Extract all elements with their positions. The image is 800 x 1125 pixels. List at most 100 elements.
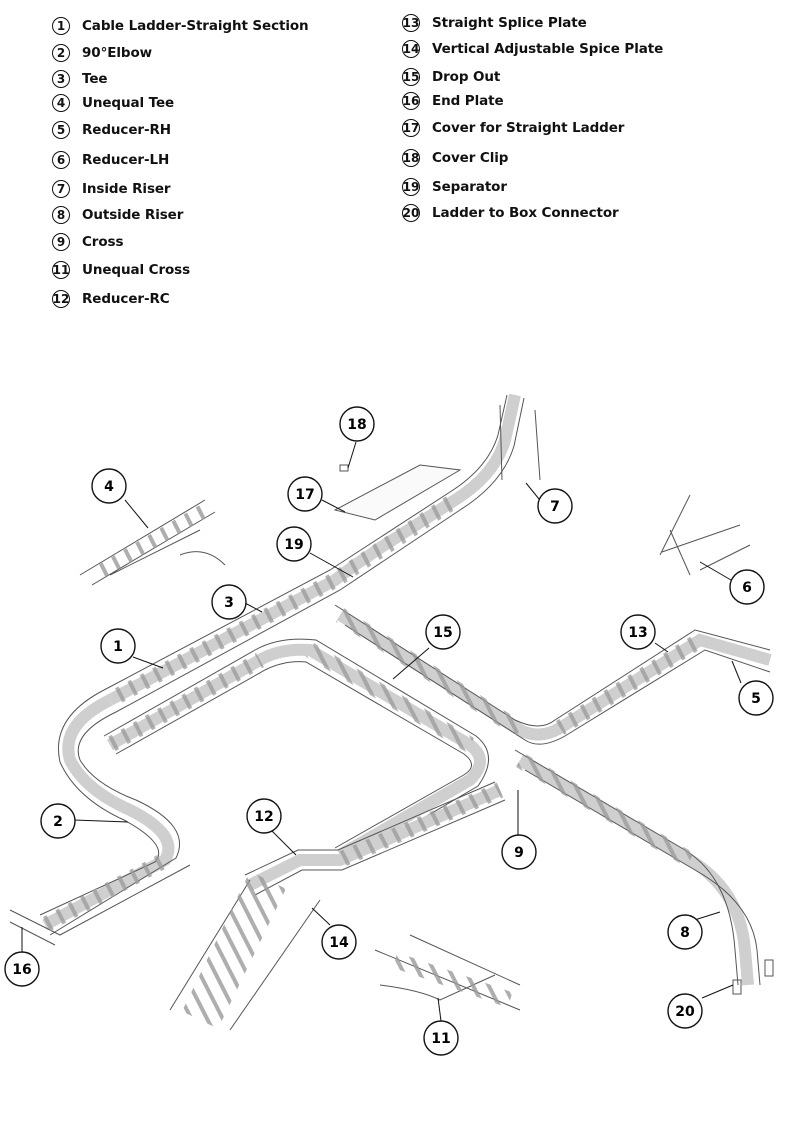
legend-item-12: 12 Reducer-RC <box>52 288 170 310</box>
callout-label: 15 <box>433 625 452 641</box>
legend-number: 17 <box>402 119 420 137</box>
legend-item-6: 6 Reducer-LH <box>52 149 169 171</box>
elbow-curve <box>42 694 175 931</box>
legend-item-3: 3 Tee <box>52 68 108 90</box>
legend-label: Cross <box>82 234 124 250</box>
callout-5: 5 <box>738 680 774 716</box>
callout-label: 6 <box>742 580 752 596</box>
legend-item-13: 13 Straight Splice Plate <box>402 12 587 34</box>
legend-label: Reducer-RH <box>82 122 171 138</box>
legend-number: 6 <box>52 151 70 169</box>
legend-number: 2 <box>52 44 70 62</box>
legend-item-7: 7 Inside Riser <box>52 178 171 200</box>
callout-11: 11 <box>423 1020 459 1056</box>
legend-number: 16 <box>402 92 420 110</box>
callout-label: 19 <box>284 537 303 553</box>
callout-14: 14 <box>321 924 357 960</box>
legend-number: 14 <box>402 40 420 58</box>
callout-6: 6 <box>729 569 765 605</box>
legend-label: Cable Ladder-Straight Section <box>82 18 309 34</box>
callout-7: 7 <box>537 488 573 524</box>
legend-number: 12 <box>52 290 70 308</box>
legend-item-5: 5 Reducer-RH <box>52 119 171 141</box>
legend-item-9: 9 Cross <box>52 231 124 253</box>
callout-16: 16 <box>4 951 40 987</box>
legend-label: Tee <box>82 71 108 87</box>
callout-label: 8 <box>680 925 690 941</box>
callout-label: 11 <box>431 1031 450 1047</box>
callout-label: 9 <box>514 845 524 861</box>
cross-run-down <box>516 754 754 986</box>
callout-15: 15 <box>425 614 461 650</box>
legend-label: End Plate <box>432 93 504 109</box>
callout-label: 13 <box>628 625 647 641</box>
callout-label: 20 <box>675 1004 695 1020</box>
reducer-lh <box>659 494 751 576</box>
callout-12: 12 <box>246 798 282 834</box>
callout-8: 8 <box>667 914 703 950</box>
legend-item-18: 18 Cover Clip <box>402 147 508 169</box>
legend-label: Reducer-RC <box>82 291 170 307</box>
callout-1: 1 <box>100 628 136 664</box>
callout-label: 5 <box>751 691 761 707</box>
legend-item-17: 17 Cover for Straight Ladder <box>402 117 624 139</box>
callout-3: 3 <box>211 584 247 620</box>
legend-number: 18 <box>402 149 420 167</box>
callout-label: 4 <box>104 479 114 495</box>
legend-label: Unequal Cross <box>82 262 191 278</box>
legend-item-2: 2 90°Elbow <box>52 42 152 64</box>
legend-item-8: 8 Outside Riser <box>52 204 183 226</box>
callout-label: 17 <box>295 487 314 503</box>
legend-label: Cover Clip <box>432 150 509 166</box>
legend-label: Straight Splice Plate <box>432 15 587 31</box>
callout-4: 4 <box>91 468 127 504</box>
legend-number: 11 <box>52 261 70 279</box>
legend-item-4: 4 Unequal Tee <box>52 92 174 114</box>
legend-item-19: 19 Separator <box>402 176 507 198</box>
legend-number: 20 <box>402 204 420 222</box>
legend-label: Unequal Tee <box>82 95 175 111</box>
callout-17: 17 <box>287 476 323 512</box>
callout-label: 2 <box>53 814 63 830</box>
legend-item-11: 11 Unequal Cross <box>52 259 190 281</box>
straight-ladder-cover <box>333 464 462 521</box>
callout-label: 7 <box>550 499 560 515</box>
callout-2: 2 <box>40 803 76 839</box>
legend-number: 9 <box>52 233 70 251</box>
callout-13: 13 <box>620 614 656 650</box>
legend-label: Drop Out <box>432 69 501 85</box>
legend-number: 13 <box>402 14 420 32</box>
callout-label: 16 <box>12 962 31 978</box>
callout-label: 14 <box>329 935 349 951</box>
legend-number: 7 <box>52 180 70 198</box>
callout-label: 1 <box>113 639 123 655</box>
callout-label: 12 <box>254 809 273 825</box>
legend-item-16: 16 End Plate <box>402 90 504 112</box>
legend-number: 19 <box>402 178 420 196</box>
legend-label: 90°Elbow <box>82 45 152 61</box>
callouts: 1 2 3 4 5 6 7 8 9 11 12 13 14 15 16 17 1… <box>4 406 774 1056</box>
legend-number: 15 <box>402 68 420 86</box>
legend-label: Cover for Straight Ladder <box>432 120 625 136</box>
callout-19: 19 <box>276 526 312 562</box>
legend-number: 5 <box>52 121 70 139</box>
callout-18: 18 <box>339 406 375 442</box>
legend-number: 8 <box>52 206 70 224</box>
rung-overlays <box>41 493 705 933</box>
callout-label: 18 <box>347 417 366 433</box>
legend-item-20: 20 Ladder to Box Connector <box>402 202 619 224</box>
legend-number: 3 <box>52 70 70 88</box>
legend-label: Inside Riser <box>82 181 171 197</box>
legend-label: Separator <box>432 179 507 195</box>
legend-label: Ladder to Box Connector <box>432 205 619 221</box>
callout-9: 9 <box>501 834 537 870</box>
callout-20: 20 <box>667 993 703 1029</box>
legend-number: 4 <box>52 94 70 112</box>
legend-label: Reducer-LH <box>82 152 170 168</box>
legend-label: Outside Riser <box>82 207 184 223</box>
cross-run-right <box>336 609 772 741</box>
